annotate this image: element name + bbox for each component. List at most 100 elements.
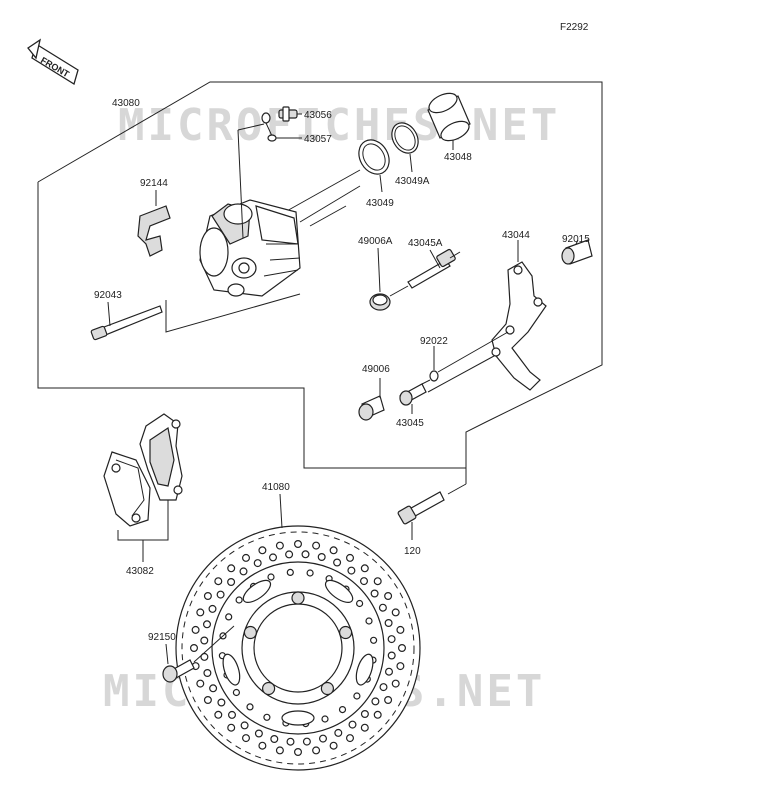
disc-hole: [346, 553, 355, 562]
label-43045A: 43045A: [408, 238, 443, 249]
disc-slot: [242, 579, 272, 603]
disc-hole: [365, 617, 373, 625]
disc-hole: [208, 604, 217, 613]
label-43045: 43045: [396, 418, 424, 429]
lead-caliper-pins: [309, 205, 347, 227]
disc-bolt: [162, 625, 235, 683]
disc-hole: [200, 636, 209, 645]
brake-pad-front: [139, 413, 183, 501]
disc-hole: [275, 746, 284, 755]
disc-hole: [286, 568, 294, 577]
disc-hole: [242, 734, 251, 743]
disc-hole: [253, 559, 262, 568]
disc-hole: [360, 723, 369, 732]
boot-lower: [358, 378, 385, 421]
label-43049: 43049: [366, 198, 394, 209]
disc-hole: [373, 577, 382, 586]
lead-caliper-lower: [165, 293, 301, 333]
disc-hole: [301, 550, 310, 559]
disc-hole: [225, 613, 233, 621]
disc-hole: [370, 636, 378, 644]
disc-hole: [258, 546, 267, 555]
disc-hole: [371, 697, 380, 706]
disc-hole: [227, 723, 236, 732]
disc-hole: [203, 695, 212, 704]
disc-hole: [196, 679, 205, 688]
disc-hole: [216, 590, 225, 599]
disc-hole: [269, 553, 278, 562]
disc-hole: [353, 692, 361, 700]
disc-hole: [391, 608, 400, 617]
disc-hole: [312, 746, 321, 755]
disc-hole: [346, 734, 355, 743]
disc-hole: [196, 608, 205, 617]
watermark-top: MICROFICHES.NET: [118, 100, 560, 151]
piston-seal: [358, 139, 390, 193]
boot-upper: [369, 247, 409, 311]
disc-hole: [209, 684, 218, 693]
front-arrow-icon: FRONT: [27, 38, 79, 86]
pad-spring: [137, 190, 171, 257]
label-43080: 43080: [112, 98, 140, 109]
disc-hole: [254, 729, 263, 738]
disc-hole: [294, 747, 303, 756]
disc-hole: [306, 569, 314, 577]
disc-mount-hole: [243, 625, 257, 640]
disc-hole: [347, 566, 356, 575]
disc-hole: [227, 564, 236, 573]
disc-hole: [214, 577, 223, 586]
disc-hole: [356, 599, 364, 608]
disc-hole: [338, 705, 347, 714]
disc-mount-hole: [339, 625, 353, 640]
disc-hole: [217, 698, 226, 707]
disc-mount-hole: [262, 681, 276, 696]
label-43057: 43057: [304, 134, 332, 145]
label-43044: 43044: [502, 230, 530, 241]
disc-hole: [370, 589, 379, 598]
disc-hole: [240, 721, 249, 730]
disc-hole: [373, 710, 382, 719]
disc-hole: [348, 720, 357, 729]
label-43049A: 43049A: [395, 176, 430, 187]
disc-hole: [232, 688, 240, 697]
disc-hole: [285, 550, 294, 559]
brake-pad-rear: [103, 451, 151, 527]
disc-hole: [387, 635, 396, 644]
figure-code: F2292: [560, 22, 589, 33]
disc-hole: [329, 546, 338, 555]
label-43082: 43082: [126, 566, 154, 577]
label-49006: 49006: [362, 364, 390, 375]
disc-hole: [360, 577, 369, 586]
disc-hole: [321, 715, 329, 723]
disc-hole: [203, 591, 212, 600]
disc-hole: [286, 737, 295, 746]
disc-hole: [228, 710, 237, 719]
disc-slot: [222, 653, 241, 686]
disc-hole: [246, 703, 254, 711]
disc-hole: [214, 710, 223, 719]
disc-hole: [385, 667, 394, 676]
disc-hole: [384, 591, 393, 600]
label-92043: 92043: [94, 290, 122, 301]
lead-seal-to-caliper: [284, 169, 361, 213]
label-92015: 92015: [562, 234, 590, 245]
disc-hole: [317, 552, 326, 561]
disc-hole: [387, 651, 396, 660]
disc-hole: [396, 625, 405, 634]
slide-pin-upper: [407, 248, 461, 289]
disc-hole: [379, 683, 388, 692]
disc-hole: [239, 567, 248, 576]
slide-pin-lower: [399, 355, 495, 414]
disc-hole: [203, 620, 212, 629]
dust-seal: [391, 122, 419, 173]
caliper-bracket: [491, 240, 547, 391]
bracket-collar: [561, 239, 593, 265]
disc-hole: [200, 652, 209, 661]
disc-hole: [333, 558, 342, 567]
disc-hole: [384, 695, 393, 704]
label-92150: 92150: [148, 632, 176, 643]
lead-seal-to-caliper-2: [299, 185, 361, 223]
disc-mount-hole: [291, 591, 305, 605]
label-41080: 41080: [262, 482, 290, 493]
